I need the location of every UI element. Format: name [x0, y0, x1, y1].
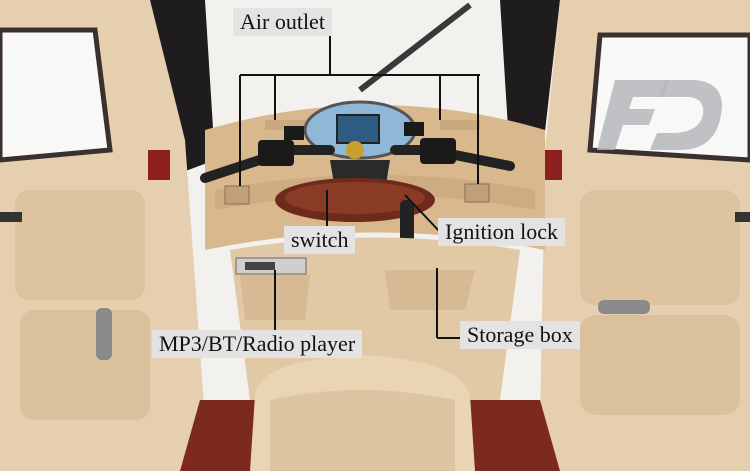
left-door-handle	[96, 308, 112, 360]
switch-label: switch	[284, 226, 356, 254]
left-door-window	[0, 27, 113, 163]
right-door-handle	[598, 300, 650, 314]
right-door-panel	[580, 190, 740, 305]
storage-box-shape	[385, 270, 475, 310]
left-pillar	[150, 0, 215, 175]
storage-box-label: Storage box	[460, 321, 580, 349]
mp3-player-label: MP3/BT/Radio player	[152, 330, 363, 358]
cluster-screen	[336, 114, 380, 144]
ignition-lock-label: Ignition lock	[438, 218, 566, 246]
air-outlet-label: Air outlet	[233, 8, 332, 36]
air-vent-left	[224, 185, 250, 205]
air-vent-right	[464, 183, 490, 203]
brand-logo	[597, 80, 722, 150]
left-door-panel	[15, 190, 145, 300]
